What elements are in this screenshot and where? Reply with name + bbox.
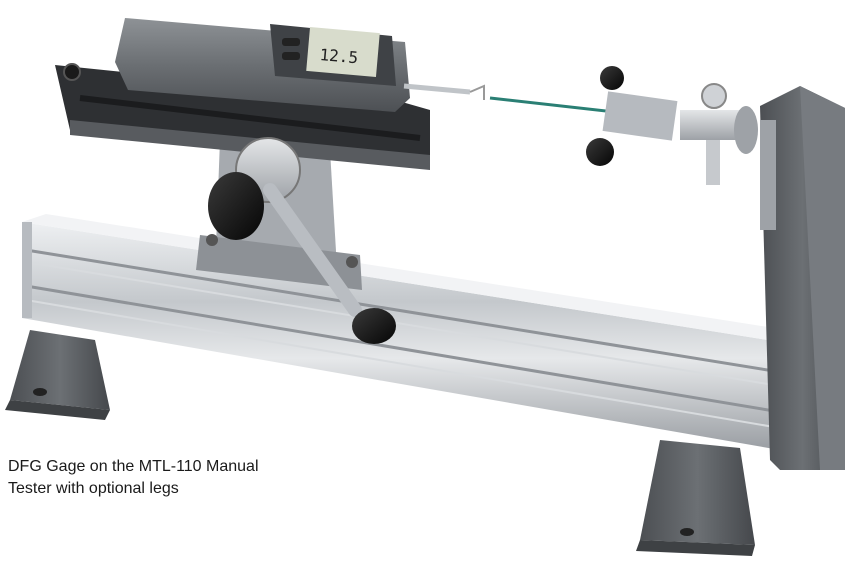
crank-handle [352, 308, 396, 344]
caption-line-2: Tester with optional legs [8, 480, 179, 497]
left-leg [5, 330, 110, 420]
gage-lcd-screen [306, 27, 380, 77]
hand-crank [208, 137, 396, 344]
aluminum-rail [22, 214, 800, 450]
gage-display-value: 12.5 [319, 45, 359, 67]
force-gage: 12.5 [115, 18, 485, 112]
photo-caption: DFG Gage on the MTL-110 Manual Tester wi… [8, 456, 308, 500]
right-leg [636, 440, 755, 556]
wire-grip [586, 66, 758, 185]
crank-knob [208, 172, 264, 240]
right-upright [760, 86, 845, 470]
caption-line-1: DFG Gage on the MTL-110 Manual [8, 458, 259, 475]
